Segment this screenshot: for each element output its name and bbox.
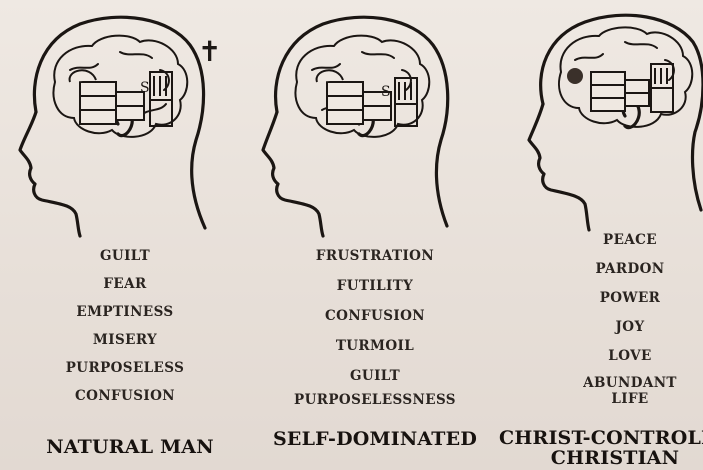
head-profile-icon [527, 13, 703, 232]
list-item: MISERY [92, 332, 158, 348]
list-item: PURPOSELESSNESS [294, 392, 456, 408]
christ-controlled-caption-line1: CHRIST-CONTROLL [499, 428, 703, 448]
brain-icon [52, 34, 189, 138]
list-item: PARDON [595, 261, 665, 277]
list-item: GUILT [349, 368, 401, 384]
svg-text:S: S [381, 84, 391, 100]
throne-chair-icon: S [381, 77, 418, 127]
natural-man-caption: NATURAL MAN [46, 436, 214, 458]
christ-controlled-caption-line2: CHRISTIAN [550, 447, 680, 469]
drawers-icon [315, 69, 392, 125]
list-item: LOVE [608, 348, 652, 364]
drawers-icon [68, 69, 145, 125]
panel-christ-controlled: PEACE PARDON POWER JOY LOVE ABUNDANT LIF… [495, 0, 703, 470]
list-item: FRUSTRATION [315, 248, 435, 264]
list-item: PURPOSELESS [65, 360, 185, 376]
drawers-icon [567, 68, 650, 112]
throne-chair-icon [650, 63, 674, 113]
list-item: CONFUSION [325, 308, 425, 324]
list-item: TURMOIL [335, 338, 415, 354]
brain-icon [294, 34, 431, 138]
self-dominated-caption: SELF-DOMINATED [273, 428, 477, 450]
list-item: CONFUSION [75, 388, 175, 404]
christ-controlled-word-list: PEACE PARDON POWER JOY LOVE ABUNDANT LIF… [550, 232, 703, 407]
list-item: ABUNDANT [583, 375, 677, 391]
list-item: LIFE [611, 391, 649, 407]
panel-natural-man: S ✝ GUILT FEAR EMPTINESS MISERY PURPOSEL… [0, 0, 250, 470]
throne-chair-icon: S [140, 71, 173, 127]
natural-man-word-list: GUILT FEAR EMPTINESS MISERY PURPOSELESS … [40, 248, 210, 416]
list-item: PEACE [603, 232, 657, 248]
self-dominated-word-list: FRUSTRATION FUTILITY CONFUSION TURMOIL G… [275, 248, 475, 416]
list-item: EMPTINESS [76, 304, 174, 320]
list-item: FUTILITY [336, 278, 414, 294]
head-profile-icon: S [261, 15, 450, 238]
head-profile-icon: S [18, 15, 207, 238]
list-item: FEAR [103, 276, 147, 292]
list-item: GUILT [99, 248, 151, 264]
panel-self-dominated: S FRUSTRATION FUTILITY CONFUSION TURMOIL… [255, 0, 495, 470]
list-item: JOY [615, 319, 645, 335]
cross-icon: ✝ [198, 35, 222, 68]
list-item: POWER [599, 290, 661, 306]
svg-text:S: S [140, 80, 150, 96]
